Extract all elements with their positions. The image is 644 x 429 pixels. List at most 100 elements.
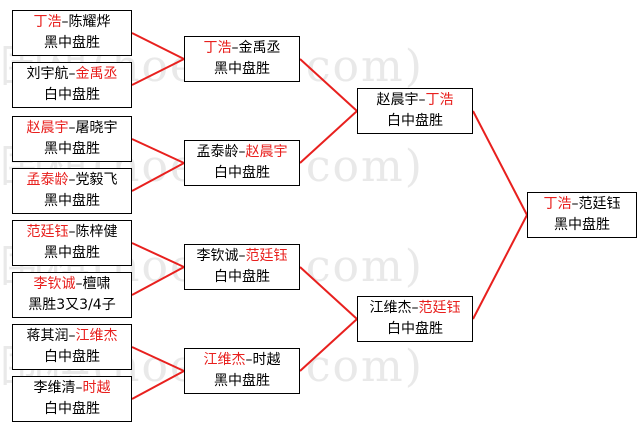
- round1-match-4: 孟泰龄–党毅飞黑中盘胜: [12, 168, 132, 214]
- match-result: 白中盘胜: [44, 349, 100, 365]
- player-black: 范廷钰: [26, 224, 69, 240]
- separator: –: [245, 352, 253, 368]
- match-result: 黑中盘胜: [44, 141, 100, 157]
- round1-match-6: 李钦诚–檀啸黑胜3又3/4子: [12, 272, 132, 318]
- match-result: 白中盘胜: [214, 165, 270, 181]
- matchup: 蒋其润–江维杰: [13, 326, 131, 347]
- player-black: 李维清: [33, 380, 76, 396]
- round1-match-8: 李维清–时越白中盘胜: [12, 376, 132, 422]
- connector-round1-8: [131, 370, 185, 400]
- connector-round2-2: [299, 110, 358, 164]
- player-white: 江维杰: [75, 328, 118, 344]
- round1-match-7: 蒋其润–江维杰白中盘胜: [12, 324, 132, 370]
- separator: –: [68, 120, 76, 136]
- player-black: 江维杰: [203, 352, 246, 368]
- match-result: 白中盘胜: [214, 269, 270, 285]
- separator: –: [68, 66, 76, 82]
- connector-round1-5: [131, 242, 185, 268]
- player-white: 赵晨宇: [245, 144, 288, 160]
- player-black: 李钦诚: [196, 248, 239, 264]
- player-white: 屠晓宇: [75, 120, 118, 136]
- matchup: 刘宇航–金禹丞: [13, 64, 131, 85]
- matchup: 赵晨宇–丁浩: [358, 90, 472, 111]
- separator: –: [68, 224, 76, 240]
- round2-match-3: 李钦诚–范廷钰白中盘胜: [184, 244, 300, 290]
- player-black: 赵晨宇: [376, 92, 419, 108]
- connector-round1-3: [131, 138, 185, 164]
- player-black: 江维杰: [369, 300, 412, 316]
- separator: –: [61, 14, 69, 30]
- player-black: 孟泰龄: [26, 172, 69, 188]
- separator: –: [238, 144, 246, 160]
- matchup: 赵晨宇–屠晓宇: [13, 118, 131, 139]
- separator: –: [231, 40, 239, 56]
- match-result: 白中盘胜: [387, 113, 443, 129]
- match-result: 黑中盘胜: [44, 35, 100, 51]
- player-black: 李钦诚: [33, 276, 76, 292]
- matchup: 江维杰–范廷钰: [358, 298, 472, 319]
- player-white: 时越: [82, 380, 111, 396]
- connector-round1-2: [131, 58, 185, 86]
- player-black: 赵晨宇: [26, 120, 69, 136]
- connector-round3-1: [472, 110, 528, 216]
- player-black: 丁浩: [33, 14, 62, 30]
- separator: –: [68, 172, 76, 188]
- round2-match-2: 孟泰龄–赵晨宇白中盘胜: [184, 140, 300, 186]
- connector-round1-1: [131, 32, 185, 60]
- player-white: 陈梓健: [75, 224, 118, 240]
- player-white: 金禹丞: [75, 66, 118, 82]
- connector-round3-2: [472, 214, 528, 320]
- final-match-1: 丁浩–范廷钰黑中盘胜: [527, 192, 637, 238]
- connector-round1-4: [131, 162, 185, 192]
- match-result: 黑中盘胜: [44, 245, 100, 261]
- separator: –: [571, 196, 579, 212]
- match-result: 黑中盘胜: [214, 61, 270, 77]
- matchup: 孟泰龄–赵晨宇: [185, 142, 299, 163]
- player-white: 范廷钰: [245, 248, 288, 264]
- separator: –: [75, 276, 83, 292]
- round3-match-2: 江维杰–范廷钰白中盘胜: [357, 296, 473, 342]
- matchup: 丁浩–陈耀烨: [13, 12, 131, 33]
- player-white: 时越: [252, 352, 281, 368]
- separator: –: [411, 300, 419, 316]
- connector-round2-4: [299, 318, 358, 372]
- matchup: 李钦诚–檀啸: [13, 274, 131, 295]
- matchup: 李维清–时越: [13, 378, 131, 399]
- round2-match-4: 江维杰–时越黑中盘胜: [184, 348, 300, 394]
- player-white: 范廷钰: [578, 196, 621, 212]
- player-white: 范廷钰: [418, 300, 461, 316]
- match-result: 白中盘胜: [44, 401, 100, 417]
- match-result: 黑中盘胜: [44, 193, 100, 209]
- connector-round2-1: [299, 58, 358, 112]
- separator: –: [68, 328, 76, 344]
- connector-round1-7: [131, 346, 185, 372]
- matchup: 丁浩–金禹丞: [185, 38, 299, 59]
- match-result: 白中盘胜: [387, 321, 443, 337]
- player-black: 丁浩: [543, 196, 572, 212]
- separator: –: [75, 380, 83, 396]
- matchup: 丁浩–范廷钰: [528, 194, 636, 215]
- round1-match-5: 范廷钰–陈梓健黑中盘胜: [12, 220, 132, 266]
- player-white: 金禹丞: [238, 40, 281, 56]
- connector-round2-3: [299, 266, 358, 320]
- match-result: 白中盘胜: [44, 87, 100, 103]
- player-white: 党毅飞: [75, 172, 118, 188]
- round3-match-1: 赵晨宇–丁浩白中盘胜: [357, 88, 473, 134]
- match-result: 黑胜3又3/4子: [28, 297, 116, 313]
- player-black: 蒋其润: [26, 328, 69, 344]
- round1-match-3: 赵晨宇–屠晓宇黑中盘胜: [12, 116, 132, 162]
- connector-round1-6: [131, 266, 185, 296]
- player-black: 刘宇航: [26, 66, 69, 82]
- matchup: 范廷钰–陈梓健: [13, 222, 131, 243]
- matchup: 江维杰–时越: [185, 350, 299, 371]
- player-black: 孟泰龄: [196, 144, 239, 160]
- separator: –: [238, 248, 246, 264]
- round2-match-1: 丁浩–金禹丞黑中盘胜: [184, 36, 300, 82]
- player-white: 檀啸: [82, 276, 111, 292]
- match-result: 黑中盘胜: [214, 373, 270, 389]
- matchup: 李钦诚–范廷钰: [185, 246, 299, 267]
- separator: –: [418, 92, 426, 108]
- match-result: 黑中盘胜: [554, 217, 610, 233]
